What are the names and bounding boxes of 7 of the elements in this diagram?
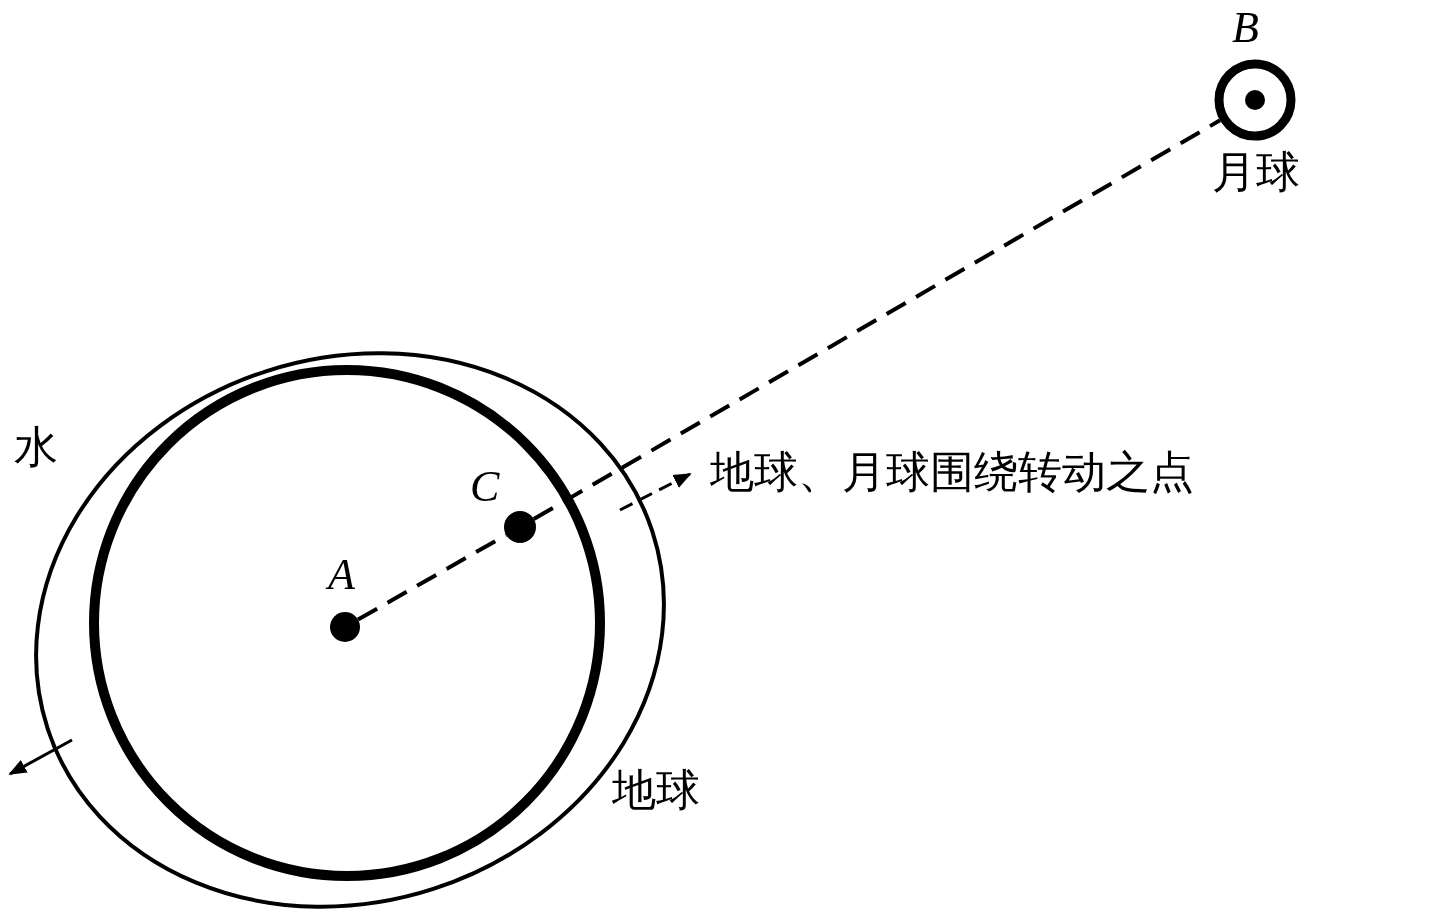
point-letter: C [470, 465, 500, 509]
dashed-line [532, 118, 1221, 521]
body-label: 月球 [1212, 150, 1300, 194]
annotation-label: 地球、月球围绕转动之点 [710, 450, 1194, 494]
body-label: 地球 [612, 768, 700, 812]
point-letter: B [1232, 6, 1259, 50]
body-label: 水 [14, 425, 58, 469]
